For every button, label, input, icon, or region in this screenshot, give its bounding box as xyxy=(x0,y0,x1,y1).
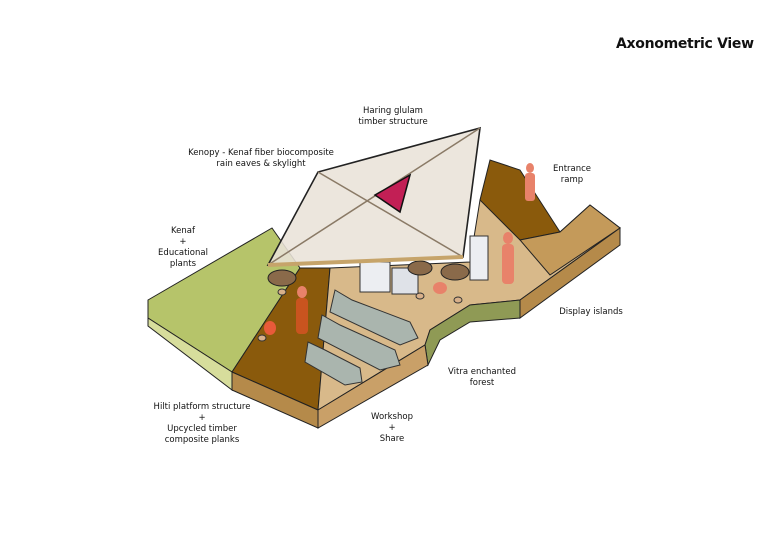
display-island xyxy=(469,235,489,281)
display-island xyxy=(359,261,391,293)
label-haring-glulam: Haring glulam timber structure xyxy=(358,106,427,128)
label-line: Entrance xyxy=(552,164,592,174)
label-line: Kenaf xyxy=(171,226,195,236)
label-line: Workshop xyxy=(371,412,413,422)
skylight xyxy=(373,173,412,214)
tree-columns xyxy=(267,260,470,287)
human-figures xyxy=(264,163,535,335)
label-line: forest xyxy=(469,378,495,388)
label-display-islands: Display islands xyxy=(559,307,623,318)
label-line: + xyxy=(198,413,206,423)
label-line: Hilti platform structure xyxy=(153,402,251,412)
diagram-title: Axonometric View xyxy=(616,36,754,52)
label-line: ramp xyxy=(560,175,584,185)
label-line: Display islands xyxy=(559,307,623,317)
label-line: Vitra enchanted xyxy=(448,367,516,377)
label-line: + xyxy=(388,423,396,433)
label-line: plants xyxy=(169,259,197,269)
platform-side-far xyxy=(519,227,621,319)
seating-rows xyxy=(304,289,419,386)
label-line: Upcycled timber xyxy=(167,424,237,434)
label-kenaf-plants: Kenaf + Educational plants xyxy=(158,226,208,270)
label-line: rain eaves & skylight xyxy=(216,159,306,169)
label-kenopy: Kenopy - Kenaf fiber biocomposite rain e… xyxy=(188,148,334,170)
label-line: Kenopy - Kenaf fiber biocomposite xyxy=(188,148,334,158)
label-hilti-platform: Hilti platform structure + Upcycled timb… xyxy=(154,402,251,446)
entrance-ramp xyxy=(479,159,561,241)
stools xyxy=(257,288,463,342)
label-line: Educational xyxy=(158,248,208,258)
label-vitra-forest: Vitra enchanted forest xyxy=(448,367,516,389)
label-line: Share xyxy=(379,434,405,444)
label-line: timber structure xyxy=(358,117,428,127)
label-line: + xyxy=(179,237,187,247)
roof-ridge xyxy=(267,127,481,266)
label-line: composite planks xyxy=(164,435,240,445)
roof-ridge xyxy=(317,171,464,258)
label-workshop-share: Workshop + Share xyxy=(371,412,413,445)
label-entrance-ramp: Entrance ramp xyxy=(553,164,591,186)
label-line: Haring glulam xyxy=(363,106,423,116)
roof-eave xyxy=(267,255,464,267)
ramp-slope xyxy=(519,204,621,276)
